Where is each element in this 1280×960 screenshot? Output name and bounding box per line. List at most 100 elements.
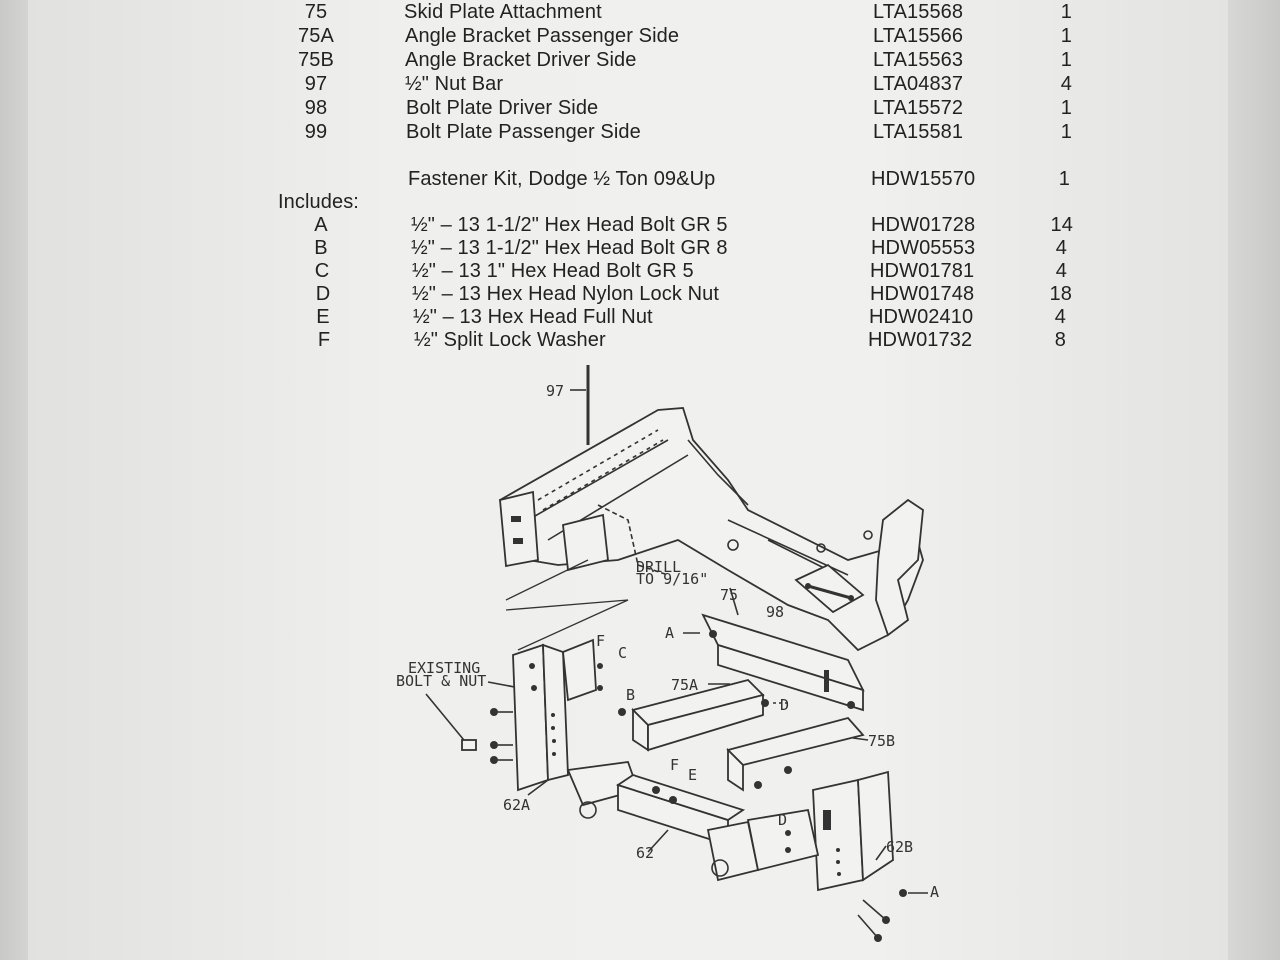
table-row: A ½" – 13 1-1/2" Hex Head Bolt GR 5 HDW0… — [28, 213, 1228, 237]
item-number: 97 — [304, 73, 328, 95]
angle-bracket-passenger-75A: 75A D B — [618, 676, 855, 752]
bolt-plate-98: 98 — [766, 563, 865, 621]
item-number: 99 — [304, 121, 328, 143]
label-75A: 75A — [671, 676, 698, 694]
label-C: C — [618, 644, 627, 662]
quantity: 4 — [1055, 237, 1067, 259]
item-number: 98 — [304, 97, 328, 119]
label-62: 62 — [636, 844, 654, 862]
item-description: ½" – 13 1-1/2" Hex Head Bolt GR 5 — [411, 214, 728, 236]
kit-row: Fastener Kit, Dodge ½ Ton 09&Up HDW15570… — [28, 167, 1228, 191]
item-description: Bolt Plate Driver Side — [406, 97, 599, 119]
part-number: HDW01732 — [868, 329, 973, 351]
part-number: LTA15563 — [873, 49, 964, 71]
item-description: Angle Bracket Driver Side — [405, 49, 637, 71]
table-row: 75 Skid Plate Attachment LTA15568 1 — [28, 0, 1228, 24]
item-number: 75 — [304, 1, 328, 23]
table-row: D ½" – 13 Hex Head Nylon Lock Nut HDW017… — [28, 282, 1228, 306]
table-row: E ½" – 13 Hex Head Full Nut HDW02410 4 — [28, 305, 1228, 329]
quantity: 1 — [1060, 1, 1072, 23]
includes-heading-row: Includes: — [28, 190, 1228, 214]
crossbar-62: 62 F E — [566, 756, 760, 882]
quantity: 18 — [1049, 283, 1072, 305]
item-description: ½" – 13 Hex Head Nylon Lock Nut — [412, 283, 720, 305]
label-62A: 62A — [503, 796, 530, 814]
label-A-top: A — [665, 624, 674, 642]
label-drill-line-1: DRILL — [636, 558, 681, 576]
item-description: ½" – 13 1-1/2" Hex Head Bolt GR 8 — [411, 237, 728, 259]
item-description: ½" Nut Bar — [405, 73, 504, 95]
item-description: ½" Split Lock Washer — [414, 329, 606, 351]
mount-left-62A: 62A F C — [490, 632, 627, 814]
part-number: LTA15566 — [873, 25, 964, 47]
label-B: B — [626, 686, 635, 704]
item-description: Skid Plate Attachment — [404, 1, 602, 23]
quantity: 1 — [1060, 25, 1072, 47]
item-letter: E — [316, 306, 330, 328]
part-number: LTA15581 — [873, 121, 964, 143]
label-98: 98 — [766, 603, 784, 621]
label-F-mid: F — [670, 756, 679, 774]
part-number: HDW05553 — [871, 237, 976, 259]
quantity: 1 — [1060, 121, 1072, 143]
part-number: HDW01728 — [871, 214, 976, 236]
parts-list-page: 75 Skid Plate Attachment LTA15568 1 75A … — [28, 0, 1228, 960]
quantity: 14 — [1050, 214, 1073, 236]
kit-description: Fastener Kit, Dodge ½ Ton 09&Up — [408, 168, 716, 190]
exploded-assembly-diagram: 97 DRILL — [396, 365, 939, 942]
nut-bar-97: 97 — [546, 365, 590, 445]
label-97: 97 — [546, 382, 564, 400]
table-row: 98 Bolt Plate Driver Side LTA15572 1 — [28, 96, 1228, 120]
table-row: 97 ½" Nut Bar LTA04837 4 — [28, 72, 1228, 96]
item-description: Angle Bracket Passenger Side — [405, 25, 680, 47]
label-A-lower: A — [930, 883, 939, 901]
item-letter: B — [314, 237, 328, 259]
part-number: HDW01748 — [870, 283, 975, 305]
label-drill-line-2: TO 9/16" — [636, 570, 708, 588]
part-number: HDW02410 — [869, 306, 974, 328]
existing-bolt-and-nut: EXISTING BOLT & NUT — [396, 659, 521, 751]
table-row: C ½" – 13 1" Hex Head Bolt GR 5 HDW01781… — [28, 259, 1228, 283]
item-letter: D — [315, 283, 331, 305]
label-75: 75 — [720, 586, 738, 604]
includes-label: Includes: — [278, 191, 359, 213]
label-F-top: F — [596, 632, 605, 650]
item-letter: C — [314, 260, 330, 282]
item-description: ½" – 13 1" Hex Head Bolt GR 5 — [412, 260, 694, 282]
quantity: 4 — [1055, 260, 1067, 282]
table-row: 75B Angle Bracket Driver Side LTA15563 1 — [28, 48, 1228, 72]
item-number: 75A — [298, 25, 334, 47]
item-number: 75B — [298, 49, 334, 71]
skid-plate-attachment-75: 75 A — [665, 586, 865, 712]
part-number: LTA04837 — [873, 73, 964, 95]
part-number: HDW01781 — [870, 260, 975, 282]
label-D-lower: D — [778, 811, 787, 829]
quantity: 1 — [1060, 49, 1072, 71]
quantity: 8 — [1054, 329, 1066, 351]
mount-right-62B: 62B D A — [746, 770, 939, 942]
item-description: ½" – 13 Hex Head Full Nut — [413, 306, 653, 328]
quantity: 4 — [1054, 306, 1066, 328]
item-letter: F — [317, 329, 331, 351]
item-description: Bolt Plate Passenger Side — [406, 121, 641, 143]
table-row: 75A Angle Bracket Passenger Side LTA1556… — [28, 24, 1228, 48]
angle-bracket-driver-75B: 75B — [726, 716, 895, 792]
quantity: 1 — [1060, 97, 1072, 119]
kit-part-number: HDW15570 — [871, 168, 976, 190]
label-bolt-and-nut: BOLT & NUT — [396, 672, 486, 690]
label-D-mid: D — [780, 696, 789, 714]
part-number: LTA15568 — [873, 1, 964, 23]
item-letter: A — [314, 214, 328, 236]
part-number: LTA15572 — [873, 97, 964, 119]
label-existing: EXISTING — [408, 659, 480, 677]
label-62B: 62B — [886, 838, 913, 856]
label-75B: 75B — [868, 732, 895, 750]
table-row: B ½" – 13 1-1/2" Hex Head Bolt GR 8 HDW0… — [28, 236, 1228, 260]
truck-frame: DRILL TO 9/16" — [498, 407, 924, 652]
table-row: 99 Bolt Plate Passenger Side LTA15581 1 — [28, 120, 1228, 144]
kit-quantity: 1 — [1058, 168, 1070, 190]
table-row: F ½" Split Lock Washer HDW01732 8 — [28, 328, 1228, 352]
quantity: 4 — [1060, 73, 1072, 95]
label-E: E — [688, 766, 697, 784]
